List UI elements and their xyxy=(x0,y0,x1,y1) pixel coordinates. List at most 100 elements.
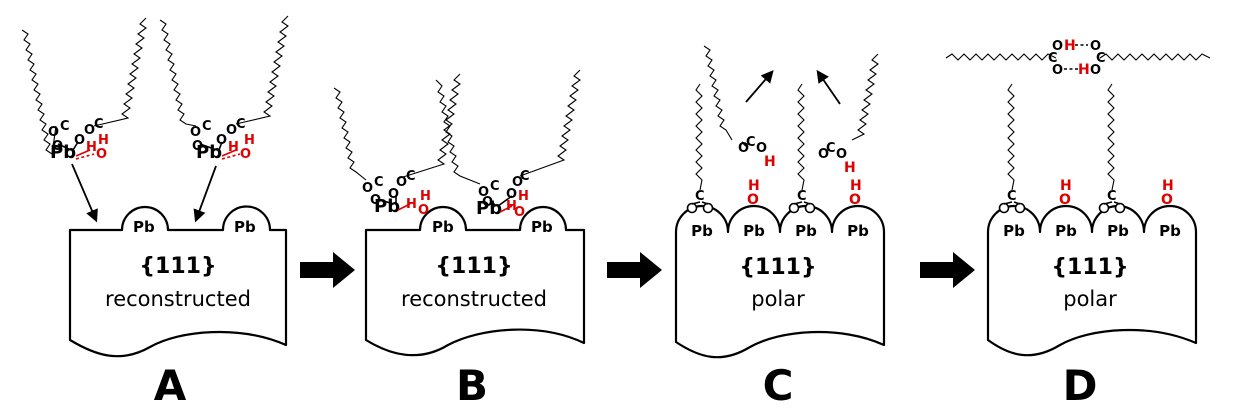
hydrogen-label: H xyxy=(244,133,255,148)
lead-oleate-complex: O C O O C O Pb H H O xyxy=(333,73,461,218)
hydrogen-label: H xyxy=(518,189,529,204)
oxygen-label: O xyxy=(514,205,525,220)
hydrogen-label: H xyxy=(228,140,239,155)
approach-arrow xyxy=(71,163,98,223)
panel-a: Pb Pb {111} reconstructed A O C O O C O … xyxy=(21,15,289,410)
surface-atom-label: Pb xyxy=(432,218,454,236)
nanocrystal-block xyxy=(68,205,288,358)
hydrogen-label: H xyxy=(86,140,97,155)
hydrogen-label: H xyxy=(1078,62,1090,78)
oxygen-label: O xyxy=(1161,192,1173,208)
oxygen-label: O xyxy=(396,175,407,190)
oxygen-label: O xyxy=(52,139,63,154)
alkyl-chain xyxy=(945,53,1057,61)
panel-letter: D xyxy=(1063,361,1098,410)
oxygen-label: O xyxy=(216,133,227,148)
carbon-label: C xyxy=(746,135,756,150)
oxygen-label: O xyxy=(418,203,429,218)
oxygen-label: O xyxy=(192,139,203,154)
carbon-label: C xyxy=(60,119,70,134)
panel-d: Pb Pb Pb Pb {111} polar D C H O C xyxy=(945,38,1211,410)
panel-b: Pb Pb {111} reconstructed B O C O O C O … xyxy=(333,69,586,410)
oxygen-label: O xyxy=(849,192,861,208)
oxygen-label: O xyxy=(506,187,517,202)
oxygen-atom xyxy=(998,202,1010,214)
oxygen-label: O xyxy=(1052,63,1063,78)
oxygen-label: O xyxy=(84,123,95,138)
nanocrystal-block xyxy=(364,205,586,357)
oxygen-atom xyxy=(686,202,698,214)
oxygen-label: O xyxy=(478,185,489,200)
oxygen-atom xyxy=(1114,202,1126,214)
oxygen-label: O xyxy=(96,147,107,162)
panel-letter: C xyxy=(763,361,794,410)
oxygen-label: O xyxy=(1090,63,1101,78)
hydrogen-label: H xyxy=(850,178,862,194)
carbon-label: C xyxy=(695,189,705,204)
surface-hydroxyl: H O xyxy=(1059,178,1072,208)
facet-label: {111} xyxy=(739,255,816,280)
oxygen-label: O xyxy=(190,125,201,140)
oxygen-label: O xyxy=(482,195,493,210)
surface-atom-label: Pb xyxy=(1159,222,1181,240)
oxygen-label: O xyxy=(747,192,759,208)
surface-atom-label: Pb xyxy=(691,222,713,240)
alkyl-chain xyxy=(797,83,805,191)
complex-atom-label: Pb xyxy=(196,142,222,163)
lead-oleate-complex: O C O O C O Pb H H O xyxy=(159,15,289,163)
surface-atom-label: Pb xyxy=(795,222,817,240)
release-arrow xyxy=(745,70,774,103)
oxygen-atom xyxy=(702,202,714,214)
surface-atom-label: Pb xyxy=(234,218,256,236)
alkyl-chain xyxy=(333,87,367,181)
hydrogen-label: H xyxy=(1060,178,1072,194)
hydrogen-label: H xyxy=(1162,178,1174,194)
bound-oleate: C xyxy=(998,83,1026,214)
oxygen-label: O xyxy=(512,175,523,190)
panel-letter: B xyxy=(456,361,488,410)
hydrogen-label: H xyxy=(844,160,856,176)
surface-hydroxyl: H O xyxy=(849,178,862,208)
surface-atom-label: Pb xyxy=(1055,222,1077,240)
nanocrystal-block xyxy=(674,204,886,359)
carbon-label: C xyxy=(202,119,212,134)
carbon-label: C xyxy=(374,175,384,190)
hydrogen-label: H xyxy=(506,199,517,214)
oxygen-label: O xyxy=(370,193,381,208)
carbon-label: C xyxy=(236,117,246,132)
oxygen-atom xyxy=(1014,202,1026,214)
carbon-label: C xyxy=(797,189,807,204)
oxygen-label: O xyxy=(1052,39,1063,54)
facet-label: {111} xyxy=(139,254,216,279)
release-arrow xyxy=(816,69,841,105)
carbon-label: C xyxy=(520,169,530,184)
approach-arrow xyxy=(193,165,217,223)
facet-description: polar xyxy=(751,287,805,311)
hydrogen-label: H xyxy=(748,178,760,194)
facet-label: {111} xyxy=(435,254,512,279)
surface-atom-label: Pb xyxy=(1107,222,1129,240)
alkyl-chain xyxy=(235,15,289,125)
lead-oleate-complex: O C O O C O Pb H H O xyxy=(435,69,581,220)
hydrogen-label: H xyxy=(764,154,776,170)
carbon-label: C xyxy=(94,117,104,132)
facet-description: reconstructed xyxy=(105,287,251,311)
carbon-label: C xyxy=(406,169,416,184)
carbon-label: C xyxy=(1048,51,1058,66)
oxygen-label: O xyxy=(74,133,85,148)
oxygen-label: O xyxy=(738,141,749,156)
oxygen-atom xyxy=(804,202,816,214)
alkyl-chain xyxy=(703,45,733,141)
alkyl-chain xyxy=(519,69,581,177)
surface-hydroxyl: H O xyxy=(747,178,760,208)
oxygen-atom xyxy=(788,202,800,214)
bound-oleate: C xyxy=(686,83,714,214)
hydrogen-label: H xyxy=(406,197,417,212)
oxygen-label: O xyxy=(388,187,399,202)
alkyl-chain xyxy=(93,17,147,127)
carbon-label: C xyxy=(1007,189,1017,204)
nanocrystal-block xyxy=(986,204,1198,357)
bound-oleate: C xyxy=(788,83,816,214)
lead-oleate-complex: O C O O C O Pb H H O xyxy=(21,17,147,163)
hydrogen-label: H xyxy=(420,189,431,204)
